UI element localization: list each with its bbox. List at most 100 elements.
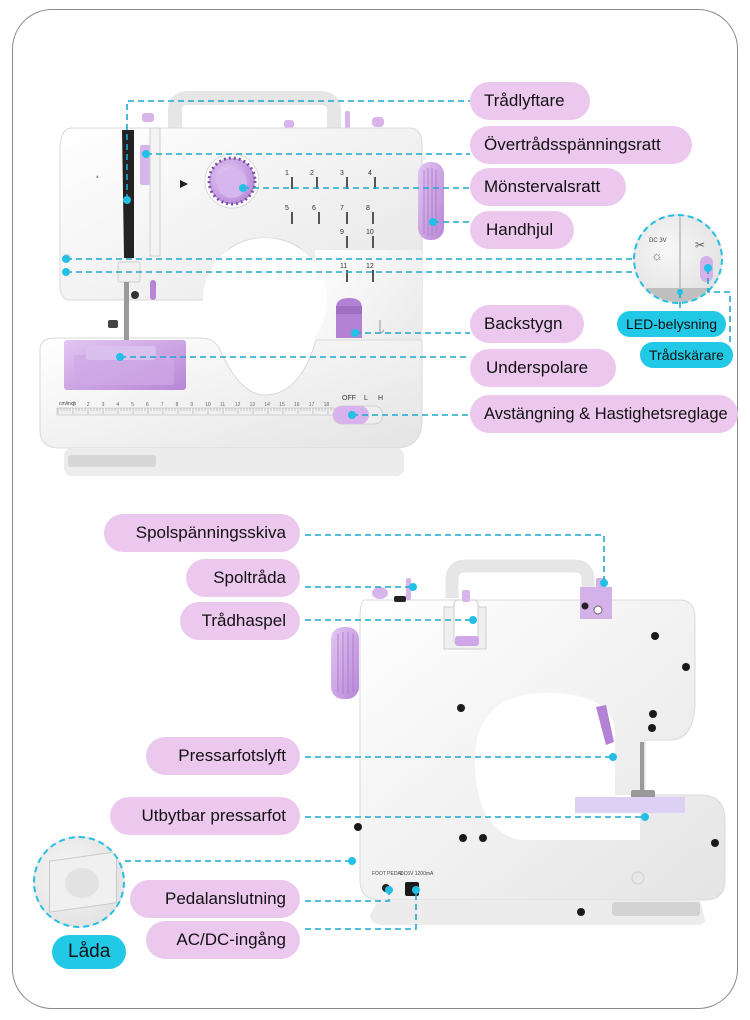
pattern-dial[interactable]: [204, 153, 260, 209]
spool-pin-top: [345, 111, 350, 131]
back-spool-holder: [443, 590, 487, 650]
label-ac-dc-input: AC/DC-ingång: [146, 921, 300, 959]
stitch-symbol: [372, 212, 374, 224]
ruler-number: 6: [146, 402, 149, 408]
foot-pedal-label: FOOT PEDAL: [372, 871, 404, 877]
ruler-number: 17: [309, 402, 315, 408]
ruler-number: 1: [72, 402, 75, 408]
switch-high-label: H: [378, 395, 383, 402]
label-upper-tension-dial: Övertrådsspänningsratt: [470, 126, 692, 164]
ruler-unit: cm/inch: [59, 401, 76, 407]
drawer-inset: [33, 836, 125, 928]
ruler-number: 13: [250, 402, 256, 408]
stitch-number: 5: [285, 205, 289, 212]
drawer-compartment: [65, 868, 99, 898]
top-knob: [284, 120, 294, 128]
ruler-number: 2: [87, 402, 90, 408]
stitch-symbol: [291, 177, 293, 189]
label-thread-lifter: Trådlyftare: [470, 82, 590, 120]
stitch-symbol: [372, 236, 374, 248]
front-carry-handle: [168, 91, 341, 128]
stitch-number: 9: [340, 229, 344, 236]
ruler-number: 7: [161, 402, 164, 408]
stitch-symbol: [291, 212, 293, 224]
stitch-number: 6: [312, 205, 316, 212]
leader-tension-disc: [305, 534, 605, 583]
reverse-stitch-button[interactable]: [336, 298, 362, 338]
needle-bar: [124, 282, 129, 342]
back-handwheel[interactable]: [331, 627, 359, 699]
stitch-symbol: [318, 212, 320, 224]
throat-opening: [203, 238, 327, 362]
drawer-slot: [68, 455, 156, 467]
light-bulb-icon: ☼: [651, 248, 663, 263]
stitch-symbol: [372, 270, 374, 282]
label-reverse-stitch: Backstygn: [470, 305, 584, 343]
ruler-number: 10: [205, 402, 211, 408]
leader-ac-dc: [305, 890, 417, 930]
label-bobbin-tension-disc: Spolspänningsskiva: [104, 514, 300, 552]
stitch-number: 10: [366, 229, 374, 236]
leader-cutter-tag: [707, 268, 731, 345]
thread-take-up-slot: [122, 130, 134, 258]
screws: [354, 632, 719, 916]
ruler-number: 14: [264, 402, 270, 408]
switch-low-label: L: [364, 395, 368, 402]
ruler-number: 3: [102, 402, 105, 408]
inset-dc-label: DC 3V: [649, 238, 667, 244]
reset-button-hole: [631, 871, 645, 885]
stitch-symbol: [374, 177, 376, 189]
back-presser-lifter: [596, 705, 614, 745]
label-bobbin-winder: Spoltråda: [186, 559, 300, 597]
label-handwheel: Handhjul: [470, 211, 574, 249]
stitch-symbol: [346, 212, 348, 224]
stitch-symbol: [346, 270, 348, 282]
ruler-number: 11: [220, 402, 225, 408]
stitch-number: 8: [366, 205, 370, 212]
anchor-dots: [62, 150, 712, 894]
ruler-number: 15: [279, 402, 285, 408]
label-bobbin: Underspolare: [470, 349, 616, 387]
inset-divider: [679, 216, 681, 302]
label-pedal-socket: Pedalanslutning: [130, 880, 300, 918]
tag-drawer: Låda: [52, 935, 127, 969]
bobbin-winder-spindle: [406, 578, 411, 600]
ruler-number: 12: [235, 402, 241, 408]
label-pattern-selector: Mönstervalsratt: [470, 168, 626, 206]
stitch-symbol: [346, 177, 348, 189]
stitch-symbol: [316, 177, 318, 189]
scissors-icon: ✂: [695, 238, 706, 252]
stitch-number: 7: [340, 205, 344, 212]
stitch-number: 11: [340, 263, 347, 270]
label-replaceable-presser-foot: Utbytbar pressarfot: [110, 797, 300, 835]
ruler-number: 8: [176, 402, 179, 408]
stitch-number: 4: [368, 170, 372, 177]
switch-off-label: OFF: [342, 395, 356, 402]
ruler-number: 4: [116, 402, 119, 408]
ruler-number: 5: [131, 402, 134, 408]
tag-thread-cutter: Trådskärare: [640, 342, 733, 368]
front-handwheel[interactable]: [418, 162, 444, 240]
dial-indicator-arrow: [180, 180, 188, 188]
leader-pedal: [305, 890, 390, 902]
bobbin-winder-disc: [372, 587, 388, 599]
stitch-number: 3: [340, 170, 344, 177]
label-power-speed-switch: Avstängning & Hastighetsreglage: [470, 395, 738, 433]
back-carry-handle: [445, 559, 595, 598]
label-presser-foot-lifter: Pressarfotslyft: [146, 737, 300, 775]
dc-input-label: DC6V 1200mA: [400, 871, 434, 877]
tag-led-light: LED-belysning: [617, 311, 727, 337]
stitch-symbol: [346, 236, 348, 248]
stitch-number: 12: [366, 263, 374, 270]
front-presser-lifter: [150, 280, 156, 300]
stitch-number: 2: [310, 170, 314, 177]
ruler-number: 18: [324, 402, 330, 408]
top-knob: [142, 113, 154, 122]
label-spool-pin: Trådhaspel: [180, 602, 300, 640]
ruler-number: 16: [294, 402, 300, 408]
